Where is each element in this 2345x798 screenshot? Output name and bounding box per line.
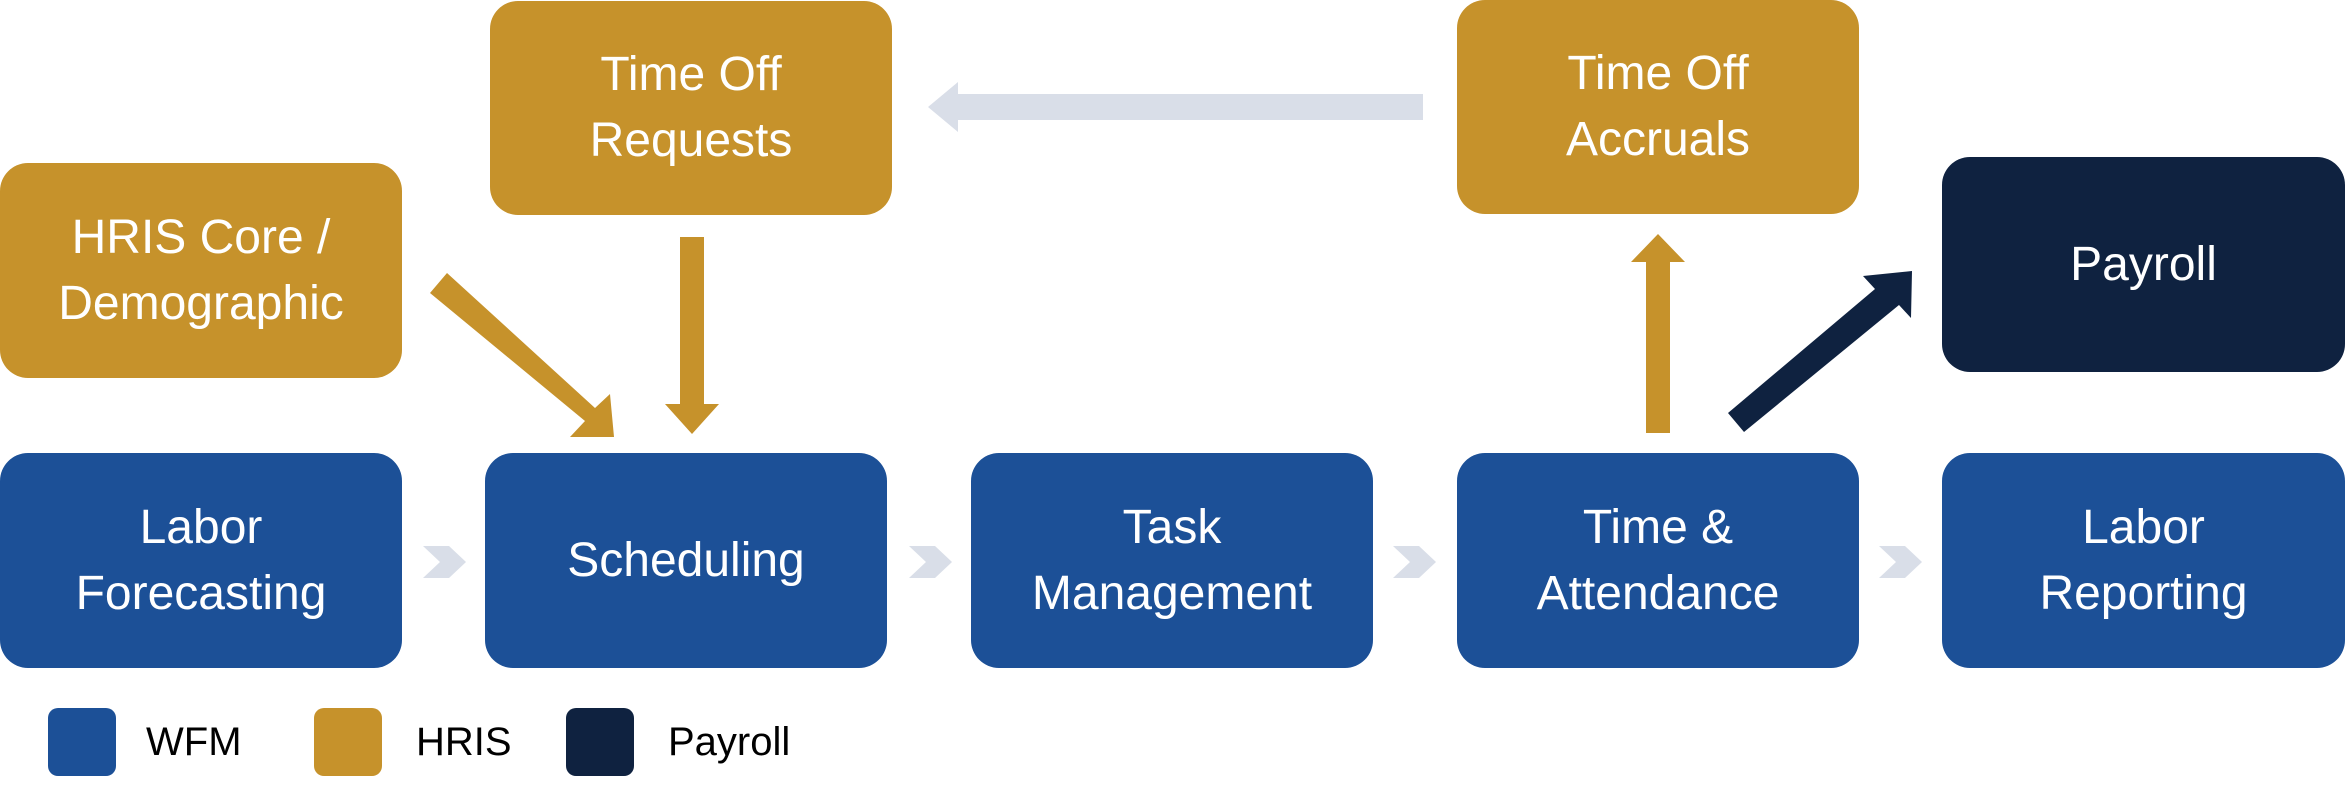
labor-forecasting-box: Labor Forecasting [0,453,402,668]
legend-swatch-wfm [48,708,116,776]
legend-item-wfm: WFM [48,708,288,780]
labor-reporting-label: Labor Reporting [2039,500,2248,620]
legend-item-payroll: Payroll [566,708,826,780]
task-management-box: Task Management [971,453,1373,668]
time-attendance-label: Time & Attendance [1536,500,1780,620]
flow-arrow-time-to-reporting [1879,546,1922,578]
task-management-label: Task Management [1031,500,1313,620]
legend-item-hris: HRIS [314,708,554,780]
legend-label-wfm: WFM [146,720,242,764]
flow-arrow-forecasting-to-scheduling [423,546,466,578]
flow-arrow-scheduling-to-task [909,546,952,578]
time-attendance-box: Time & Attendance [1457,453,1859,668]
legend-swatch-payroll [566,708,634,776]
arrow-time-to-payroll [1728,271,1912,432]
time-off-accruals-box: Time Off Accruals [1457,0,1859,214]
arrow-time-to-accruals [1631,234,1685,433]
legend-swatch-hris [314,708,382,776]
labor-forecasting-label: Labor Forecasting [75,500,327,620]
scheduling-box: Scheduling [485,453,887,668]
arrow-accruals-to-requests [928,82,1423,132]
flow-arrow-task-to-time [1393,546,1436,578]
time-off-accruals-label: Time Off Accruals [1565,47,1751,166]
payroll-box: Payroll [1942,157,2345,372]
scheduling-label: Scheduling [567,533,805,587]
time-off-requests-box: Time Off Requests [490,1,892,215]
hris-core-demographic-box: HRIS Core / Demographic [0,163,402,378]
payroll-label: Payroll [2070,237,2217,291]
arrow-requests-to-scheduling [665,237,719,434]
hris-core-demographic-label: HRIS Core / Demographic [58,210,344,330]
legend-label-payroll: Payroll [668,720,791,764]
time-off-requests-label: Time Off Requests [589,48,793,167]
arrow-hris-core-to-scheduling [430,273,614,437]
labor-reporting-box: Labor Reporting [1942,453,2345,668]
legend-label-hris: HRIS [416,720,512,764]
